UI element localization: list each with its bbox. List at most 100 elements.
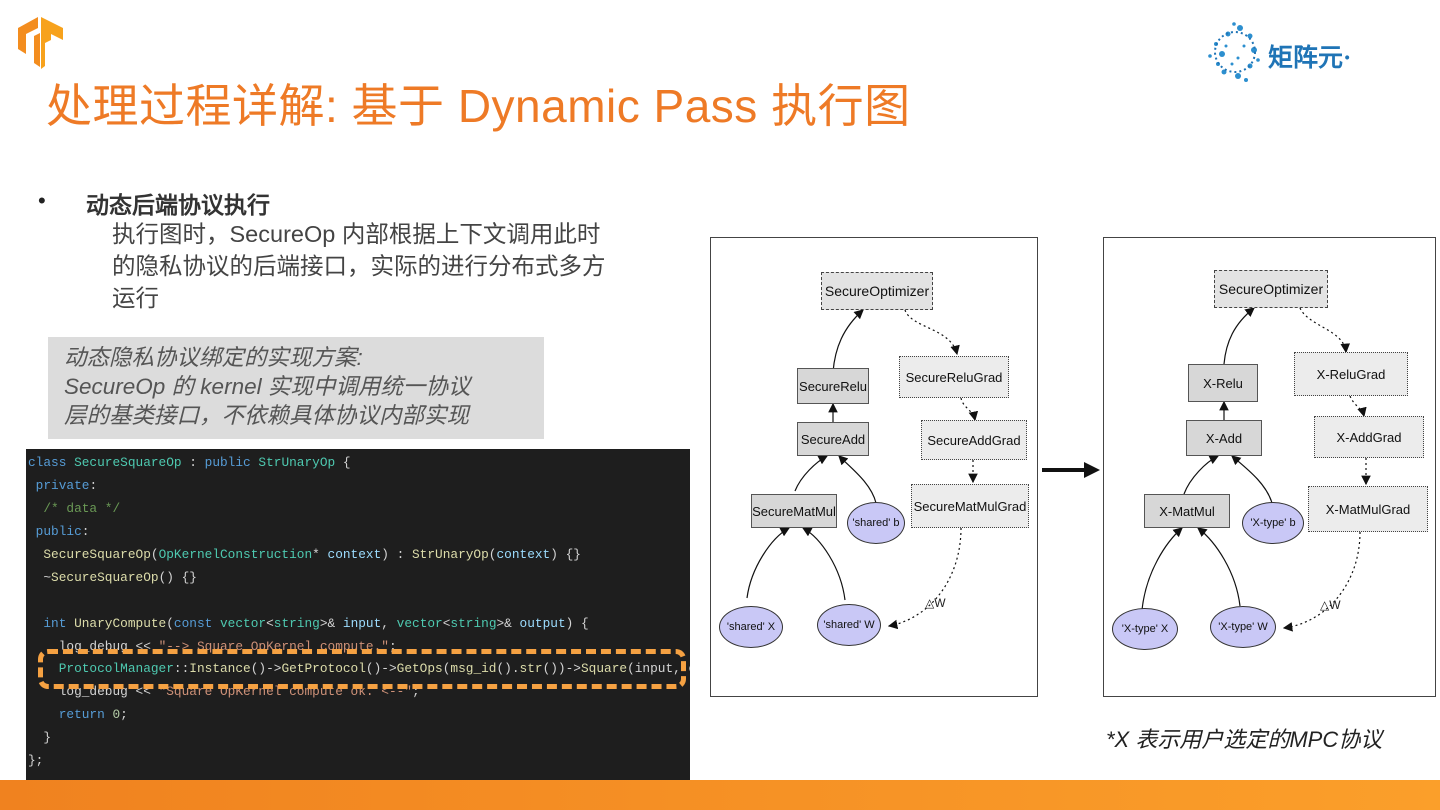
code-token: private	[28, 478, 90, 493]
bullet-dot: •	[38, 188, 46, 213]
bottom-accent-bar	[0, 780, 1440, 810]
code-token: 0	[112, 707, 121, 722]
page-title: 处理过程详解: 基于 Dynamic Pass 执行图	[46, 80, 911, 132]
code-line: private:	[28, 476, 97, 496]
code-token: public	[204, 455, 259, 470]
code-token: ()->	[250, 661, 282, 676]
node-relu-grad: SecureReluGrad	[899, 356, 1009, 398]
node-matmul: X-MatMul	[1144, 494, 1230, 528]
code-token: :	[181, 455, 205, 470]
callout-line: 层的基类接口，不依赖具体协议内部实现	[64, 403, 470, 428]
code-line: public:	[28, 522, 90, 542]
code-token: :	[81, 524, 90, 539]
graph-panel-right: SecureOptimizer X-Relu X-ReluGrad X-Add …	[1103, 237, 1436, 697]
code-token: class	[28, 455, 75, 470]
tensorflow-logo	[18, 17, 63, 69]
code-token: ) {}	[550, 547, 581, 562]
graph-panel-left: SecureOptimizer SecureRelu SecureReluGra…	[710, 237, 1038, 697]
code-token: (	[442, 661, 451, 676]
code-token: return	[28, 707, 113, 722]
node-optimizer: SecureOptimizer	[821, 272, 933, 310]
code-token: >&	[319, 616, 343, 631]
code-token: {	[335, 455, 351, 470]
transform-arrow-icon	[1042, 462, 1100, 478]
bullet-line: 执行图时，SecureOp 内部根据上下文调用此时	[112, 221, 601, 247]
code-line: }	[28, 728, 51, 748]
code-line: int UnaryCompute(const vector<string>& i…	[28, 614, 589, 634]
node-matmul-grad: X-MatMulGrad	[1308, 486, 1428, 532]
callout-line: 动态隐私协议绑定的实现方案:	[64, 345, 363, 370]
callout-box: 动态隐私协议绑定的实现方案: SecureOp 的 kernel 实现中调用统一…	[48, 337, 544, 439]
code-line: ProtocolManager::Instance()->GetProtocol…	[28, 659, 690, 679]
code-token: () {}	[158, 570, 197, 585]
code-token: Square	[580, 661, 628, 676]
brand-name: 矩阵元·	[1268, 45, 1352, 72]
code-token: ;	[411, 684, 420, 699]
delta-w-label: △W	[925, 596, 946, 610]
code-token: (	[150, 547, 159, 562]
code-token: str	[519, 661, 543, 676]
bullet-body: 执行图时，SecureOp 内部根据上下文调用此时 的隐私协议的后端接口，实际的…	[112, 218, 712, 314]
node-add: SecureAdd	[797, 422, 869, 456]
node-optimizer: SecureOptimizer	[1214, 270, 1328, 308]
node-x: 'shared' X	[719, 606, 783, 648]
bullet-line: 运行	[112, 285, 159, 311]
graph-edges-right	[1141, 307, 1371, 632]
code-token: ::	[173, 661, 190, 676]
node-b: 'shared' b	[847, 502, 905, 544]
code-token: SecureSquareOp	[51, 570, 159, 585]
code-token: ProtocolManager	[28, 661, 174, 676]
code-token: ,	[381, 616, 397, 631]
code-token: vector	[396, 616, 443, 631]
code-token: msg_id	[450, 661, 497, 676]
code-token: SecureSquareOp	[28, 547, 151, 562]
node-matmul: SecureMatMul	[751, 494, 837, 528]
code-token: ) {	[565, 616, 589, 631]
code-token: GetOps	[396, 661, 443, 676]
code-line: return 0;	[28, 705, 128, 725]
code-token: SecureSquareOp	[74, 455, 182, 470]
code-token: ~	[28, 570, 52, 585]
code-token: OpKernelConstruction	[158, 547, 313, 562]
code-token: <	[266, 616, 274, 631]
graph-edges-left	[746, 309, 979, 630]
code-token: Instance	[189, 661, 251, 676]
delta-w-label: △W	[1320, 598, 1341, 612]
code-token: (	[166, 616, 174, 631]
code-line: ~SecureSquareOp() {}	[28, 568, 197, 588]
code-token: ) :	[381, 547, 412, 562]
code-line: SecureSquareOp(OpKernelConstruction* con…	[28, 545, 581, 565]
highlight-dashed-box	[38, 649, 686, 689]
code-token: context	[496, 547, 551, 562]
node-add-grad: SecureAddGrad	[921, 420, 1027, 460]
code-snippet: class SecureSquareOp : public StrUnaryOp…	[26, 449, 690, 780]
node-relu-grad: X-ReluGrad	[1294, 352, 1408, 396]
callout-line: SecureOp 的 kernel 实现中调用统一协议	[64, 374, 471, 399]
code-token: };	[28, 753, 44, 768]
code-token: output	[519, 616, 566, 631]
code-token: const	[173, 616, 220, 631]
code-token: /* data */	[28, 501, 121, 516]
node-b: 'X-type' b	[1242, 502, 1304, 544]
code-token: public	[28, 524, 82, 539]
code-line: /* data */	[28, 499, 120, 519]
code-token: input	[342, 616, 382, 631]
code-token: >&	[496, 616, 520, 631]
code-token: StrUnaryOp	[258, 455, 336, 470]
node-matmul-grad: SecureMatMulGrad	[911, 484, 1029, 528]
node-x: 'X-type' X	[1112, 608, 1178, 650]
node-w: 'shared' W	[817, 604, 881, 646]
footnote: *X 表示用户选定的MPC协议	[1106, 727, 1383, 752]
code-token: }	[28, 730, 52, 745]
bullet-title: 动态后端协议执行	[86, 192, 270, 218]
code-line: class SecureSquareOp : public StrUnaryOp…	[28, 453, 351, 473]
code-token: <	[442, 616, 451, 631]
code-token: UnaryCompute	[74, 616, 167, 631]
code-token: ;	[120, 707, 128, 722]
code-token: :	[89, 478, 98, 493]
code-token: ;	[388, 639, 397, 654]
node-relu: SecureRelu	[797, 368, 869, 404]
code-token: (	[488, 547, 497, 562]
bullet-line: 的隐私协议的后端接口，实际的进行分布式多方	[112, 253, 606, 279]
code-token: int	[28, 616, 75, 631]
